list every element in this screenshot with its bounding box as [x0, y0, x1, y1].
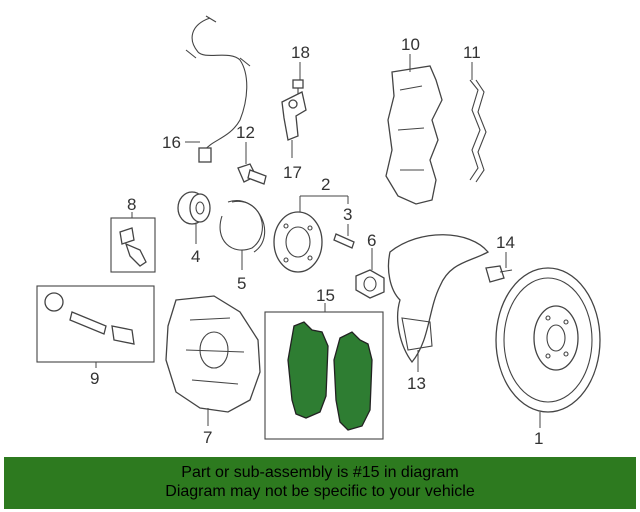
callout-17: 17	[283, 163, 302, 182]
callout-5: 5	[237, 274, 246, 293]
splash-shield-part	[387, 234, 489, 364]
callout-labels: 18 10 11 16 12 17 2 3 8 6 4 5 14 15 9 13…	[90, 35, 543, 448]
callout-15: 15	[316, 286, 335, 305]
wheel-speed-sensor-part	[281, 91, 307, 141]
leader-lines	[95, 54, 541, 428]
wheel-stud-part	[333, 233, 355, 249]
callout-3: 3	[343, 205, 352, 224]
callout-2: 2	[321, 175, 330, 194]
callout-12: 12	[236, 123, 255, 142]
hub-nut-part	[355, 269, 385, 299]
callout-18: 18	[291, 43, 310, 62]
callout-6: 6	[367, 231, 376, 250]
banner-line-2: Diagram may not be specific to your vehi…	[165, 483, 475, 500]
brake-hose-part	[185, 15, 251, 163]
callout-1: 1	[534, 429, 543, 448]
callout-10: 10	[401, 35, 420, 54]
callout-4: 4	[191, 247, 200, 266]
parts-diagram: 18 10 11 16 12 17 2 3 8 6 4 5 14 15 9 13…	[36, 15, 601, 448]
callout-8: 8	[127, 195, 136, 214]
brake-pad-inner-part	[287, 321, 329, 419]
bolt-kit-8-part	[110, 217, 156, 273]
bolt-14-part	[485, 265, 513, 283]
callout-13: 13	[407, 374, 426, 393]
callout-14: 14	[496, 233, 515, 252]
caliper-clip-part	[469, 79, 487, 183]
callout-7: 7	[203, 428, 212, 447]
brake-rotor-part	[495, 267, 601, 413]
brake-pad-outer-part	[333, 331, 373, 431]
snap-ring-part	[219, 200, 266, 253]
wheel-hub-part	[273, 211, 323, 273]
bolt-12-part	[237, 163, 267, 185]
brake-caliper-part	[165, 295, 261, 413]
guide-pin-kit-9-part	[36, 285, 155, 363]
callout-11: 11	[463, 43, 481, 62]
wheel-bearing-part	[177, 191, 211, 225]
info-banner: Part or sub-assembly is #15 in diagram D…	[4, 457, 636, 509]
brake-pad-set-box	[264, 311, 384, 440]
caliper-bracket-part	[385, 65, 443, 205]
callout-16: 16	[162, 133, 181, 152]
banner-line-1: Part or sub-assembly is #15 in diagram	[181, 464, 459, 481]
callout-9: 9	[90, 369, 99, 388]
